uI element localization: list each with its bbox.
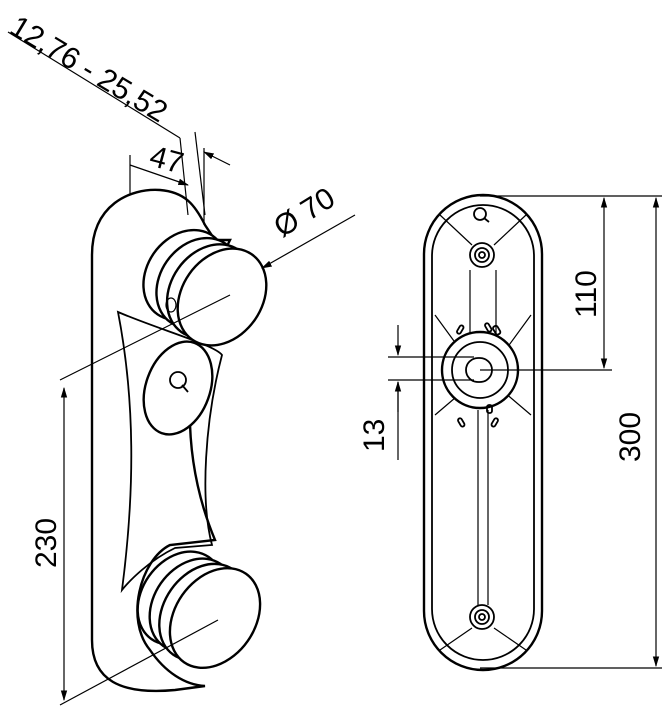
front-view: 300 110 13 <box>358 193 662 672</box>
dimension-hole-label: 13 <box>358 419 391 452</box>
dimension-depth-label: 47 <box>146 140 187 181</box>
bracket-front-face <box>116 310 223 594</box>
dimension-height-right-label: 300 <box>614 412 647 462</box>
dimension-height-left: 230 <box>30 386 68 702</box>
dimension-offset-top: 110 <box>570 196 608 370</box>
dimension-height-left-label: 230 <box>30 518 63 568</box>
q-logo-icon <box>473 207 490 223</box>
dimension-offset-top-label: 110 <box>570 270 603 318</box>
middle-logo-disc <box>142 340 214 436</box>
small-slots <box>456 322 502 428</box>
dimension-depth: 47 <box>129 140 231 225</box>
q-logo-icon <box>169 371 189 393</box>
isometric-view: 12,76 - 25,52 47 Ø 70 230 <box>4 10 356 706</box>
dimension-diameter: Ø 70 <box>261 181 356 269</box>
dimension-range: 12,76 - 25,52 <box>4 10 206 216</box>
dimension-hole: 13 <box>358 325 402 460</box>
bottom-screw <box>469 604 495 630</box>
bottom-clamp-disc <box>136 550 262 670</box>
plate-outline <box>422 193 544 672</box>
dimension-range-label: 12,76 - 25,52 <box>4 10 173 129</box>
dimension-diameter-label: Ø 70 <box>268 181 341 243</box>
dimension-height-right: 300 <box>614 196 660 668</box>
top-clamp-disc <box>142 228 268 347</box>
extension-lines <box>388 195 662 669</box>
top-screw <box>469 242 495 268</box>
